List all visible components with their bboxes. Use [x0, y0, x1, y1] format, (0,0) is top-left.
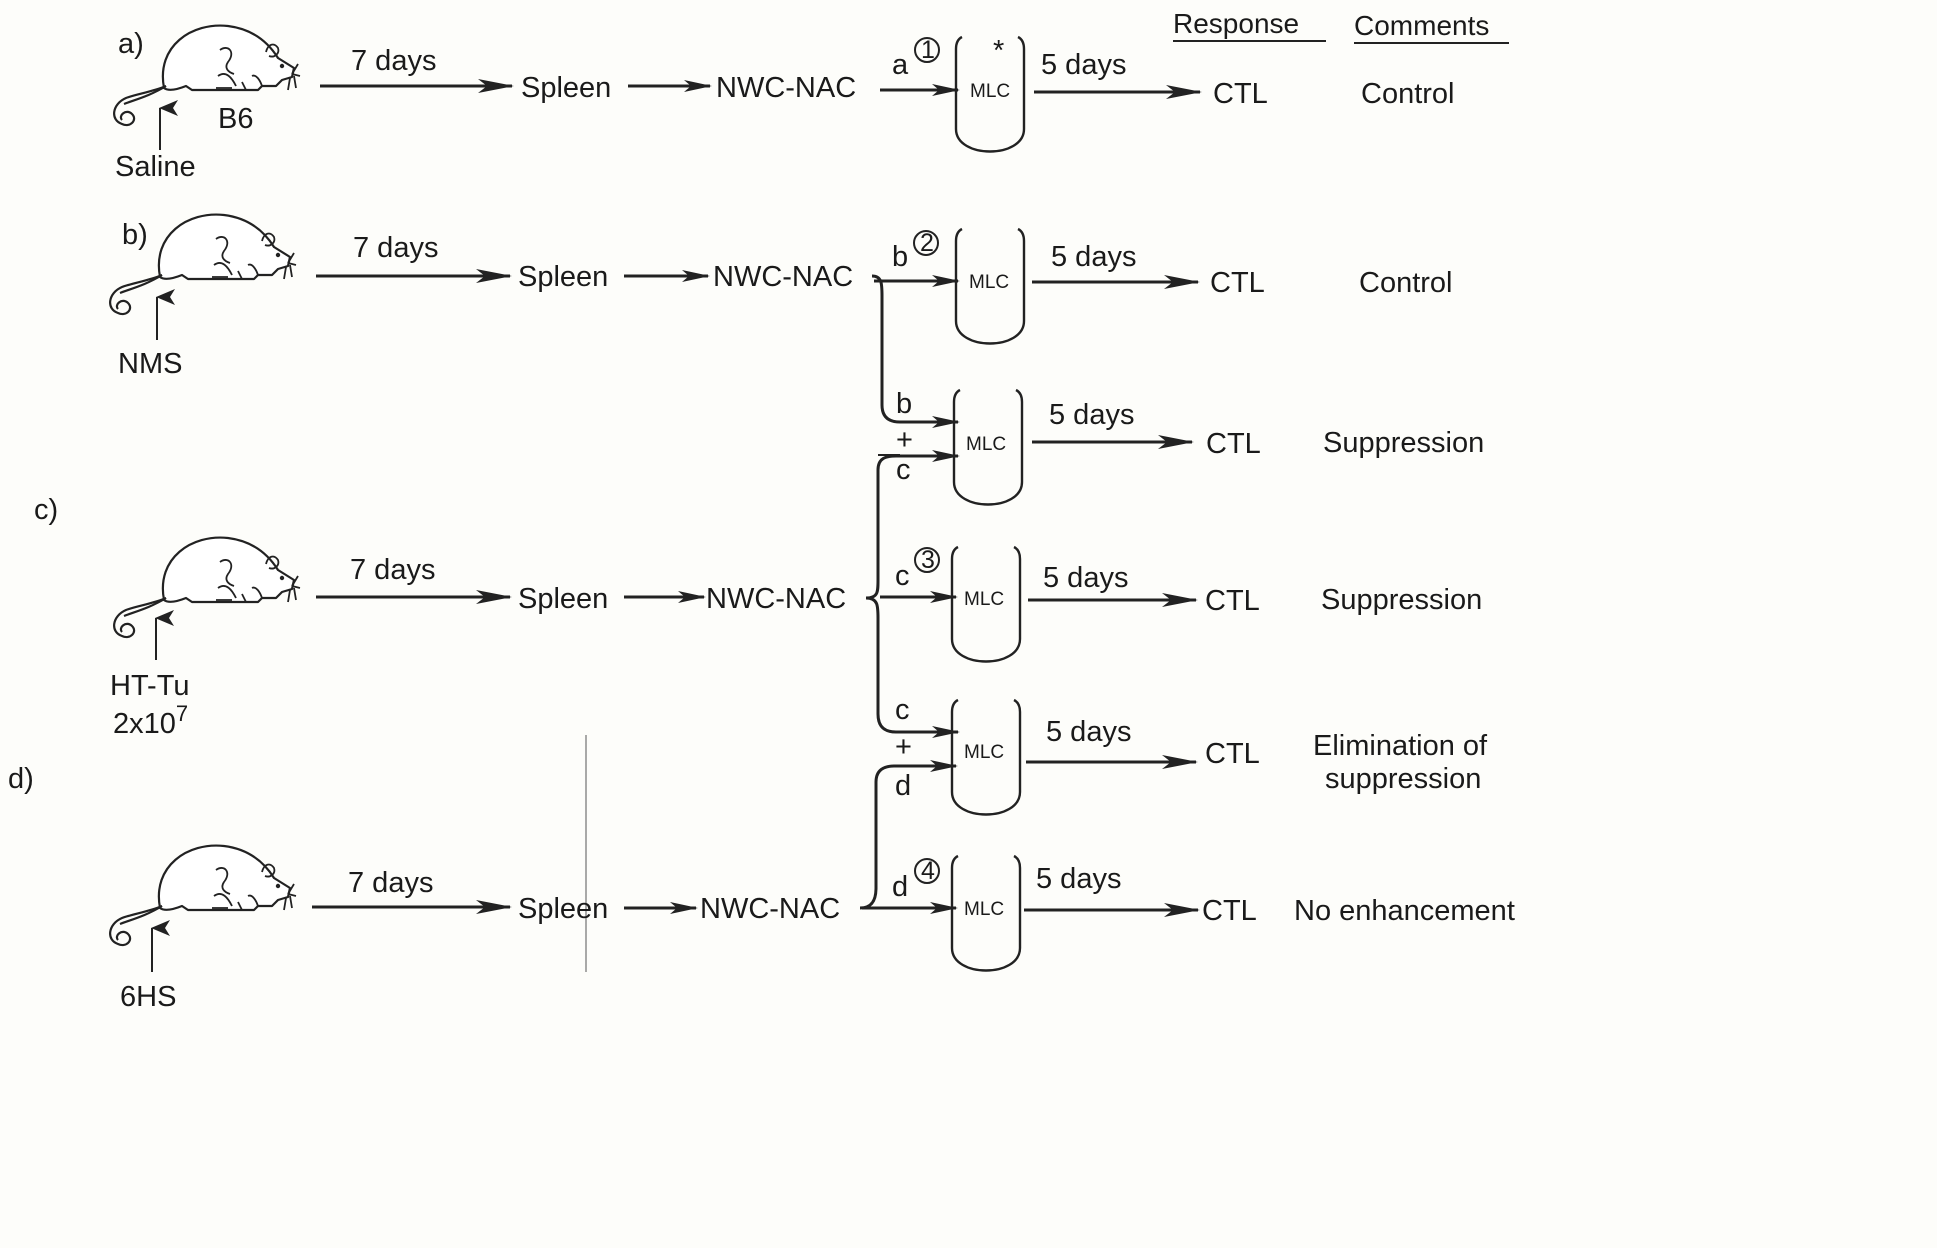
circled-number-1: 1 [921, 36, 935, 64]
mlc-label-1: MLC [970, 81, 1010, 102]
plus-sign-2: + [895, 731, 912, 763]
culture-input-b: b [892, 241, 908, 273]
branch-line-c-up [866, 456, 958, 598]
comment-5-line2: suppression [1325, 763, 1481, 795]
culture-input-d: d [892, 871, 908, 903]
comment-3: Suppression [1323, 427, 1484, 459]
culture-input-d3: d [895, 770, 911, 802]
response-3: CTL [1206, 428, 1261, 460]
days7-label-b: 7 days [353, 232, 438, 264]
spleen-label-c: Spleen [518, 583, 608, 615]
group-label-d: d) [8, 763, 34, 795]
nwc-label-a: NWC-NAC [716, 72, 856, 104]
asterisk: * [993, 35, 1004, 67]
group-label-c: c) [34, 494, 58, 526]
treatment-label-a: Saline [115, 151, 196, 183]
dose-label-c: 2x107 [113, 701, 188, 740]
response-5: CTL [1205, 738, 1260, 770]
mlc-label-4: MLC [964, 589, 1004, 610]
culture-input-c2: c [896, 454, 911, 486]
mlc-label-2: MLC [969, 272, 1009, 293]
days7-label-d: 7 days [348, 867, 433, 899]
branch-line-b [872, 276, 958, 422]
comment-6: No enhancement [1294, 895, 1515, 927]
days5-label-4: 5 days [1043, 562, 1128, 594]
mlc-label-6: MLC [964, 899, 1004, 920]
group-label-b: b) [122, 219, 148, 251]
circled-number-2: 2 [920, 229, 934, 257]
mlc-label-5: MLC [964, 742, 1004, 763]
mlc-label-3: MLC [966, 434, 1006, 455]
branch-line-c-down [866, 598, 958, 732]
spleen-label-d: Spleen [518, 893, 608, 925]
mouse-icon [110, 846, 296, 946]
culture-input-c3: c [895, 694, 910, 726]
days5-label-2: 5 days [1051, 241, 1136, 273]
comment-5-line1: Elimination of [1313, 730, 1488, 762]
spleen-label-b: Spleen [518, 261, 608, 293]
days5-label-3: 5 days [1049, 399, 1134, 431]
culture-input-c: c [895, 560, 910, 592]
plus-sign-1: + [896, 424, 913, 456]
group-label-a: a) [118, 28, 144, 60]
nwc-label-b: NWC-NAC [713, 261, 853, 293]
culture-input-a: a [892, 49, 909, 81]
response-2: CTL [1210, 267, 1265, 299]
strain-label: B6 [218, 103, 253, 135]
nwc-label-c: NWC-NAC [706, 583, 846, 615]
treatment-label-d: 6HS [120, 981, 176, 1013]
comment-2: Control [1359, 267, 1453, 299]
response-header: Response [1173, 8, 1299, 39]
treatment-label-b: NMS [118, 348, 182, 380]
response-6: CTL [1202, 895, 1257, 927]
days7-label-c: 7 days [350, 554, 435, 586]
circled-number-4: 4 [921, 857, 935, 885]
culture-input-b2: b [896, 388, 912, 420]
mouse-icon [114, 538, 300, 638]
treatment-label-c: HT-Tu [110, 670, 189, 702]
days5-label-6: 5 days [1036, 863, 1121, 895]
comment-1: Control [1361, 78, 1455, 110]
spleen-label-a: Spleen [521, 72, 611, 104]
comments-header: Comments [1354, 10, 1489, 41]
response-1: CTL [1213, 78, 1268, 110]
days5-label-1: 5 days [1041, 49, 1126, 81]
comment-4: Suppression [1321, 584, 1482, 616]
response-4: CTL [1205, 585, 1260, 617]
days5-label-5: 5 days [1046, 716, 1131, 748]
circled-number-3: 3 [921, 546, 935, 574]
experiment-diagram: Response Comments a) B6 Saline 7 days Sp… [0, 0, 1568, 1026]
days7-label-a: 7 days [351, 45, 436, 77]
nwc-label-d: NWC-NAC [700, 893, 840, 925]
